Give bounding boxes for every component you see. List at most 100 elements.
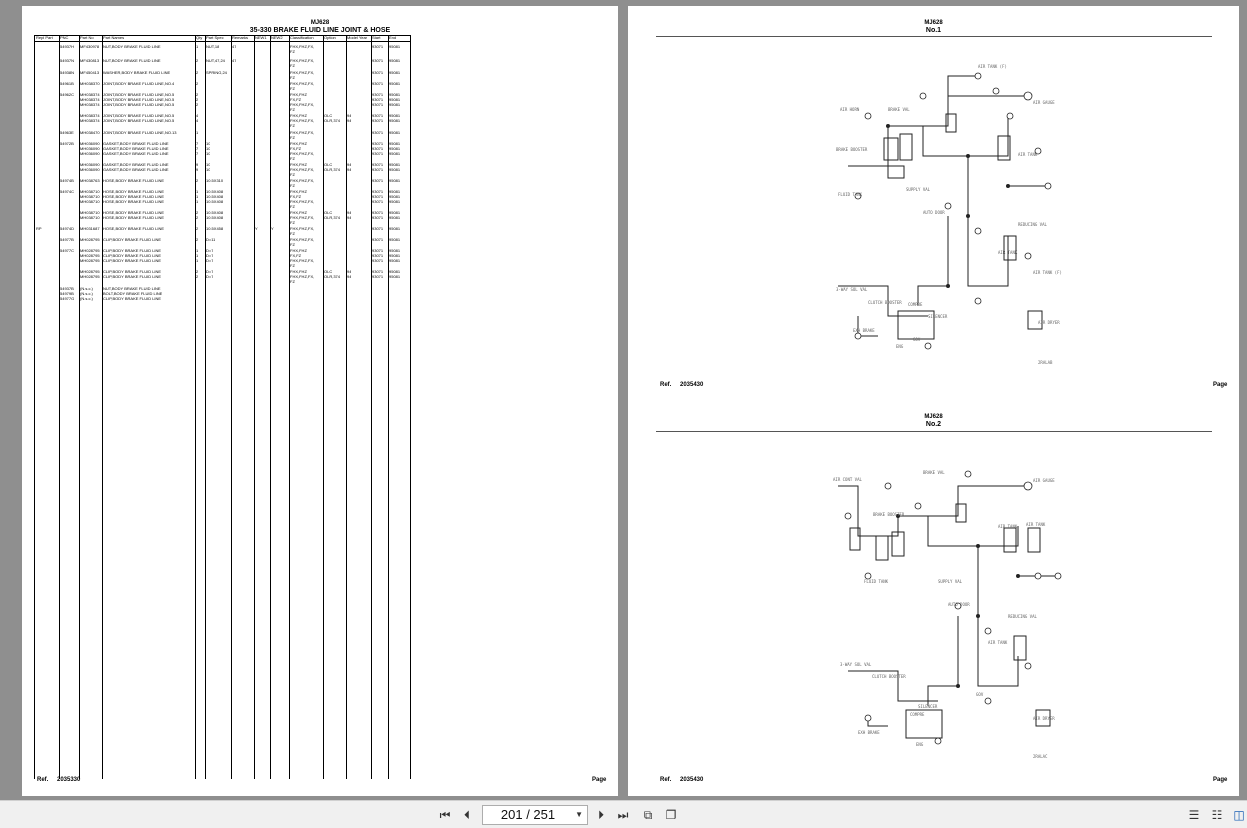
diagram-label: AIR TANK [1026,522,1046,527]
table-cell: 10.5X408 [206,194,224,199]
single-page-view-icon[interactable]: ☰ [1188,808,1200,822]
previous-page-icon[interactable]: ⏴ [463,808,470,822]
table-row: FZ [35,183,410,188]
diagram-label: AIR TANK (F) [1033,270,1062,275]
table-cell: 94 [347,269,352,274]
diagram-label: 2RALAC [1033,754,1048,759]
bottom-diagram-title: No.2 [925,421,942,428]
column-divider [205,35,206,779]
table-cell: FHX,FHZ,FX, [290,199,315,204]
page-number-select[interactable]: 201 / 251 ▼ [482,805,588,825]
diagram-label: 2RALAB [1038,360,1053,365]
table-cell: 1 [196,189,199,194]
table-cell: CLIP,BODY BRAKE FLUID LINE [103,248,162,253]
table-cell: MH038710 [80,215,100,220]
table-cell: 2 [196,58,199,63]
table-cell: FHX,FHZ [290,189,307,194]
column-header: Classification [290,35,314,40]
table-cell: FHX,FHZ,FX, [290,118,315,123]
table-cell: MH038370 [80,81,100,86]
continuous-view-icon[interactable]: ☷ [1211,808,1223,822]
viewer-toolbar: ⏮ ⏴ 201 / 251 ▼ ⏵ ⏭ ⧉ ❐ ☰ ☷ ◫ [0,800,1247,828]
table-cell: 95081 [389,97,401,102]
page-right: MJ628 No.1 [628,6,1239,796]
two-page-view-icon[interactable]: ◫ [1233,808,1245,822]
bottom-model-code: MJ628 [924,414,943,420]
table-cell: 95081 [389,102,401,107]
table-cell: MH038763 [80,178,100,183]
column-header: End [389,35,397,40]
table-cell: 93071 [372,102,384,107]
table-cell: 95081 [389,178,401,183]
table-cell: FZ [290,63,295,68]
table-cell: 54974D [60,226,75,231]
table-cell: 7 [196,146,199,151]
table-cell: MH038710 [80,210,100,215]
table-cell: MH038374 [80,113,100,118]
table-cell: OLC [324,210,333,215]
table-cell: WASHER,BODY BRAKE FLUID LINE [103,70,171,75]
table-cell: MH028795 [80,269,100,274]
diagram-label: REDUCING VAL [1008,614,1037,619]
diagram-label: EXH BRAKE [853,328,875,333]
table-cell: 95081 [389,130,401,135]
table-cell: JOINT,BODY BRAKE FLUID LINE,NO.5 [103,102,175,107]
diagram-label: SILENCER [928,314,948,319]
document-viewer[interactable]: MJ628 35-330 BRAKE FLUID LINE JOINT & HO… [0,0,1247,800]
table-cell: MH038374 [80,102,100,107]
top-rule [656,36,1212,37]
table-cell: 1 [196,194,199,199]
table-cell: Y [255,226,258,231]
table-cell: 95081 [389,167,401,172]
column-divider [410,35,411,779]
table-cell: 54962C [60,92,75,97]
diagram-label: SUPPLY VAL [938,579,963,584]
table-cell: 93071 [372,269,384,274]
table-cell: OLC [324,269,333,274]
last-page-icon[interactable]: ⏭ [617,808,629,822]
table-cell: 93071 [372,167,384,172]
table-cell: RP [36,226,42,231]
copy-pages-icon[interactable]: ❐ [665,808,677,822]
table-cell: JOINT,BODY BRAKE FLUID LINE,NO.4 [103,81,175,86]
diagram-label: FLUID TANK [838,192,863,197]
table-cell: 54979B [60,291,74,296]
table-cell: MH028795 [80,258,100,263]
table-cell: OLC [324,162,333,167]
table-cell: 94 [347,167,352,172]
table-cell: FZ [290,75,295,80]
top-model-code: MJ628 [924,20,943,26]
table-cell: GASKET,BODY BRAKE FLUID LINE [103,141,169,146]
table-cell: FHX,FHZ,FX, [290,130,315,135]
section-title: 35-330 BRAKE FLUID LINE JOINT & HOSE [249,27,391,34]
table-cell: FZ [290,107,295,112]
table-cell: JOINT,BODY BRAKE FLUID LINE,NO.5 [103,113,175,118]
fit-page-icon[interactable]: ⧉ [643,808,653,822]
diagram-label: COMPRE [910,712,925,717]
table-cell: 2 [196,178,199,183]
column-header: NEW2 [271,35,283,40]
first-page-icon[interactable]: ⏮ [439,808,451,822]
table-cell: 95081 [389,113,401,118]
table-cell: 93071 [372,81,384,86]
table-cell: D=11 [206,237,216,242]
table-cell: 93071 [372,178,384,183]
table-cell: 94 [347,113,352,118]
table-cell: 7 [196,151,199,156]
diagram-label: GOV [913,337,921,342]
diagram-label: AUTO DOOR [948,602,970,607]
table-cell: D=7 [206,258,214,263]
table-row: FZ [35,86,410,91]
table-cell: 95081 [389,146,401,151]
column-header: Model Year [347,35,368,40]
table-cell: FHX,FHZ,FX, [290,70,315,75]
next-page-icon[interactable]: ⏵ [597,808,604,822]
table-cell: 94 [347,274,352,279]
